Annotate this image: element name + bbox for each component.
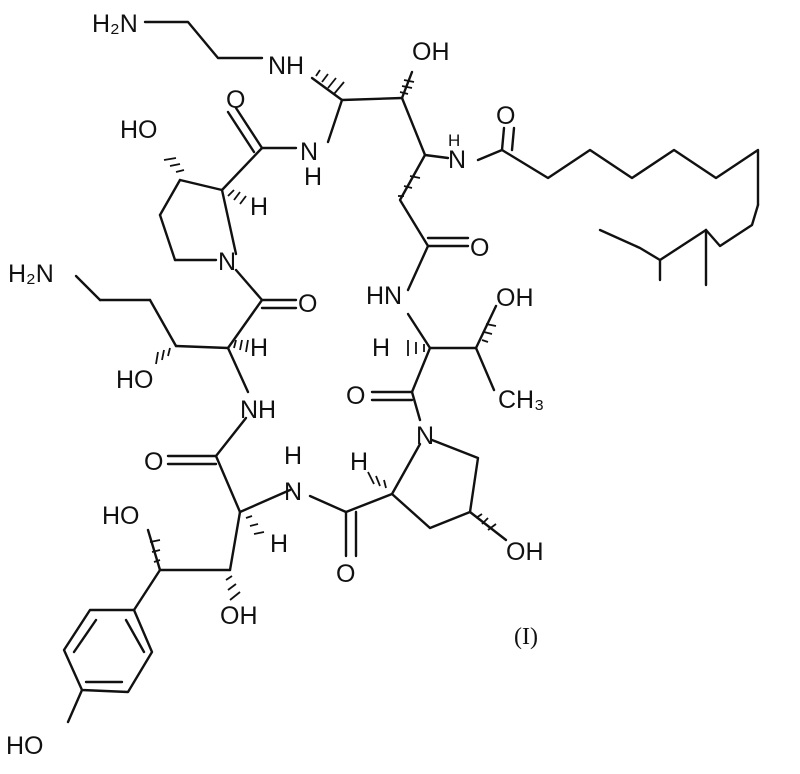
label-n-amide-right-h: H bbox=[448, 131, 460, 150]
label-o-ring-right: O bbox=[470, 234, 489, 262]
label-h2n-left: H₂N bbox=[8, 260, 54, 288]
label-oh-thr: OH bbox=[496, 284, 534, 312]
label-ho-bottom: HO bbox=[102, 502, 140, 530]
label-ch3: CH₃ bbox=[498, 386, 544, 414]
label-h-thr: H bbox=[372, 334, 390, 362]
label-oh-top: OH bbox=[412, 38, 450, 66]
label-h-nh-bottom: H bbox=[284, 442, 302, 470]
label-n-pro2: N bbox=[416, 422, 434, 450]
label-nh-side: NH bbox=[268, 52, 304, 80]
atom-labels: H₂N NH OH N H O HO O N H H N O H₂N O HN … bbox=[6, 10, 544, 760]
bond-network bbox=[62, 20, 760, 724]
label-h-pro1: H bbox=[250, 193, 268, 221]
compound-label: (I) bbox=[514, 624, 538, 650]
label-n-pro1: N bbox=[218, 248, 236, 276]
label-o-thr: O bbox=[346, 382, 365, 410]
label-oh-bottom: OH bbox=[220, 602, 258, 630]
label-n-amide1: N bbox=[300, 138, 318, 166]
label-o-pro1: O bbox=[226, 86, 245, 114]
label-ho-phenol: HO bbox=[6, 732, 44, 760]
label-ho-orn: HO bbox=[116, 366, 154, 394]
label-nh-orn: NH bbox=[240, 396, 276, 424]
label-h-amide1: H bbox=[304, 163, 322, 191]
label-h-pro2: H bbox=[350, 448, 368, 476]
label-hn-thr: HN bbox=[366, 282, 402, 310]
label-n-amide-right: N bbox=[448, 146, 466, 174]
label-ho-pro1: HO bbox=[120, 116, 158, 144]
label-h2n-top: H₂N bbox=[92, 10, 138, 38]
label-o-orn: O bbox=[298, 290, 317, 318]
label-o-bottom: O bbox=[336, 560, 355, 588]
label-h-alpha-bottom: H bbox=[270, 530, 288, 558]
label-o-acyl: O bbox=[496, 102, 515, 130]
stereo-bonds bbox=[149, 69, 497, 601]
label-o-left: O bbox=[144, 448, 163, 476]
label-h-orn: H bbox=[250, 334, 268, 362]
label-n-bottom: N bbox=[284, 478, 302, 506]
label-oh-pro2: OH bbox=[506, 538, 544, 566]
